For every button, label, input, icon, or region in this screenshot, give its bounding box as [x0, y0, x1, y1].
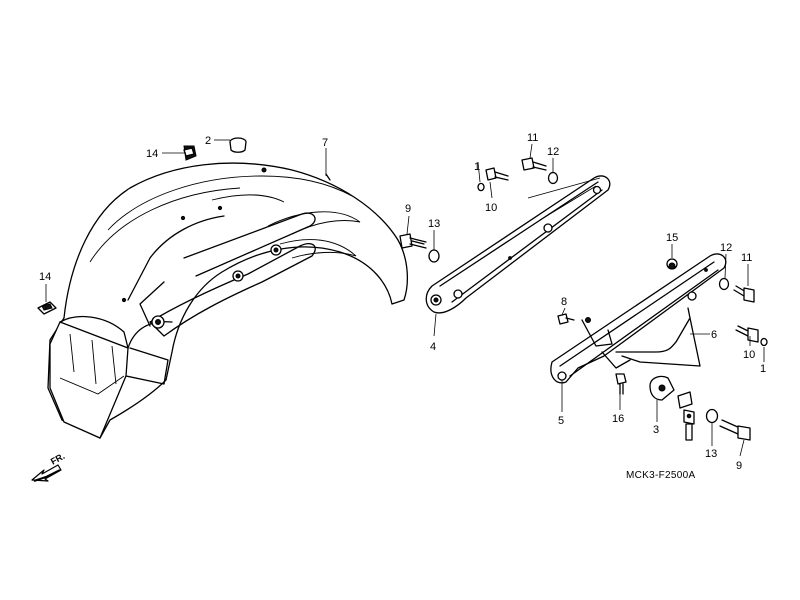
front-arrow-icon: FR. [31, 451, 66, 482]
callout-label: 2 [205, 135, 211, 147]
clip-nut-icon [183, 145, 197, 161]
washer-icon [428, 249, 440, 263]
rubber-mount-icon [229, 137, 247, 153]
callout-label: 11 [527, 132, 538, 144]
callout-label: 4 [430, 341, 436, 353]
bolt-icon [735, 325, 759, 343]
callout-label: 12 [547, 146, 559, 158]
washer-icon [547, 171, 559, 185]
seat-rail-right [550, 253, 727, 384]
washer-icon [705, 408, 719, 424]
seat-rail-left [425, 175, 611, 314]
callout-label: 14 [146, 148, 158, 160]
callout-label: 10 [743, 349, 755, 361]
leader-lines [45, 139, 765, 457]
callout-label: 14 [39, 271, 51, 283]
callout-label: 1 [760, 363, 766, 375]
callout-label: 8 [561, 296, 567, 308]
drawing-code: MCK3-F2500A [626, 470, 695, 481]
callout-label: 13 [705, 448, 717, 460]
bolt-icon [733, 285, 755, 303]
bolt-icon [615, 373, 627, 395]
callout-label: 13 [428, 218, 440, 230]
callout-label: 6 [711, 329, 717, 341]
bolt-icon [719, 419, 751, 441]
washer-icon [760, 337, 768, 347]
grommet-icon [666, 258, 678, 270]
callout-label: 11 [741, 252, 752, 264]
callout-label: 15 [666, 232, 678, 244]
bolt-icon [485, 167, 509, 181]
callout-label: 1 [474, 161, 480, 173]
callout-label: 3 [653, 424, 659, 436]
callout-label: 16 [612, 413, 624, 425]
rear-fender [47, 162, 409, 439]
washer-icon [477, 182, 485, 192]
key-icon [683, 409, 695, 441]
helmet-holder-wire [615, 307, 701, 367]
callout-label: 5 [558, 415, 564, 427]
callout-label: 9 [736, 460, 742, 472]
callout-label: 7 [322, 137, 328, 149]
bolt-icon [557, 313, 575, 325]
callout-labels: 14 2 7 14 9 13 1 10 11 12 4 15 12 11 8 6… [39, 132, 766, 472]
lock-icon [649, 375, 693, 409]
callout-label: 9 [405, 203, 411, 215]
callout-label: 10 [485, 202, 497, 214]
bolt-icon [399, 233, 427, 249]
front-arrow-label: FR. [49, 451, 66, 467]
bolt-icon [521, 157, 547, 171]
washer-icon [718, 277, 730, 291]
clip-nut-icon [37, 301, 57, 315]
callout-label: 12 [720, 242, 732, 254]
